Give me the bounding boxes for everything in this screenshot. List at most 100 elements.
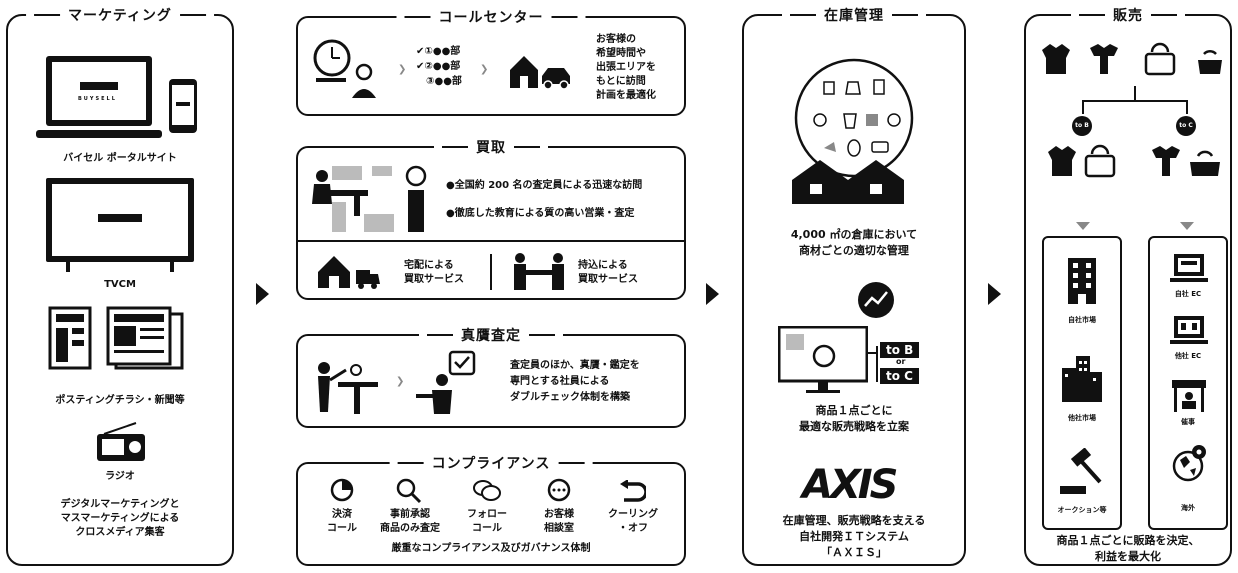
sales-title: 販売 — [1071, 5, 1185, 25]
strategy-desc-2: 最適な販売戦略を立案 — [799, 420, 909, 433]
operator-icon — [313, 39, 376, 98]
kaitori-title: 買取 — [434, 137, 548, 157]
b-products-icon — [1048, 144, 1116, 178]
inventory-panel: 在庫管理 4,000 ㎡の倉庫において 商材ごとの適切な管理 to B or t… — [742, 5, 966, 566]
shingan-desc-3: ダブルチェック体制を構築 — [510, 392, 630, 403]
compliance-item-5-line-1: クーリング — [608, 509, 658, 520]
axis-logo: AXIS — [802, 462, 898, 508]
kaitori-panel: 買取 ●全国約 200 名の査定員による迅速な訪問 ●徹底した教育による質の高い… — [296, 137, 686, 300]
takuhai-label-1: 宅配による — [404, 260, 454, 271]
tree-stem — [1134, 86, 1136, 100]
house-car-icon — [510, 56, 570, 90]
mochikomi-label-2: 買取サービス — [578, 274, 638, 285]
axis-desc-3: 「ＡＸＩＳ」 — [821, 546, 887, 559]
posting-label: ポスティングチラシ・新聞等 — [55, 395, 185, 406]
shingan-title: 真贋査定 — [419, 325, 563, 345]
gavel-icon — [1060, 448, 1102, 494]
products-icon — [1042, 42, 1222, 76]
warehouse-icon — [792, 58, 914, 204]
b-channel-3: オークション等 — [1057, 506, 1107, 514]
to-c-badge: to C — [1176, 116, 1196, 136]
radio-icon — [97, 422, 145, 461]
building-icon — [1068, 258, 1096, 304]
compliance-item-2-line-1: 事前承認 — [390, 509, 430, 520]
marketing-title: マーケティング — [26, 5, 214, 25]
magnifier-icon — [396, 478, 422, 504]
marketing-panel: マーケティング BUYSELL バイセル ポータルサイト TVCM — [6, 5, 234, 566]
compliance-item-5-line-2: ・オフ — [618, 523, 648, 534]
clock-icon — [330, 478, 354, 502]
kaitori-point-1: ●全国約 200 名の査定員による迅速な訪問 — [446, 180, 643, 191]
flow-arrow-1 — [256, 283, 269, 305]
computer-monitor-icon — [778, 326, 868, 393]
compliance-item-1-line-2: コール — [327, 523, 357, 534]
connector-vertical — [876, 346, 878, 382]
inventory-title: 在庫管理 — [782, 5, 926, 25]
c-channel-2: 他社 EC — [1174, 352, 1202, 360]
smartphone-icon — [169, 79, 197, 133]
tree-right — [1186, 100, 1188, 114]
marketing-summary-3: クロスメディア集客 — [75, 527, 165, 538]
shingan-desc-1: 査定員のほか、真贋・鑑定を — [510, 360, 640, 371]
c-channel-4: 海外 — [1181, 504, 1195, 512]
shingan-desc-2: 専門とする社員による — [510, 376, 610, 387]
speech-bubble-icon — [547, 478, 571, 502]
compliance-item-2-line-2: 商品のみ査定 — [380, 523, 440, 534]
flyer-icon — [48, 306, 92, 370]
down-arrow-c — [1180, 222, 1194, 230]
tvcm-label: TVCM — [104, 279, 136, 290]
appraiser-desk-icon — [318, 362, 378, 414]
c-channels-box: 自社 EC 他社 EC 催事 海外 — [1148, 236, 1228, 530]
marketing-summary-1: デジタルマーケティングと — [60, 499, 180, 510]
callcenter-desc-5: 計画を最適化 — [596, 90, 656, 101]
compliance-panel: コンプライアンス 決済 コール 事前承認 商品のみ査定 フォロー コール お客様… — [296, 453, 686, 566]
axis-desc-1: 在庫管理、販売戦略を支える — [782, 514, 926, 527]
callcenter-panel: コールセンター ❯ ✔①●●部 ✔②●●部 ③●●部 ❯ お客様の 希望時間や … — [296, 7, 686, 116]
callcenter-desc-2: 希望時間や — [596, 48, 646, 59]
call-step-1: ✔①●●部 — [416, 46, 461, 57]
b-channel-1: 自社市場 — [1068, 316, 1096, 324]
takuhai-label-2: 買取サービス — [404, 274, 464, 285]
kaitori-point-2: ●徹底した教育による質の高い営業・査定 — [446, 208, 635, 219]
radio-label: ラジオ — [105, 471, 135, 482]
b-channel-2: 他社市場 — [1068, 414, 1096, 422]
house-truck-icon — [318, 256, 380, 289]
c-products-icon — [1152, 146, 1220, 176]
compliance-item-4-line-2: 相談室 — [544, 523, 574, 534]
mochikomi-label-1: 持込による — [578, 260, 628, 271]
tree-branch — [1082, 100, 1188, 102]
laptop-logo: BUYSELL — [78, 96, 117, 102]
c-channel-3: 催事 — [1181, 418, 1195, 426]
return-arrow-icon — [620, 480, 646, 502]
flow-arrow-3 — [988, 283, 1001, 305]
call-step-3: ③●●部 — [426, 76, 462, 87]
connector-line — [868, 352, 876, 354]
chevron-icon: ❯ — [480, 64, 489, 75]
analysis-chart-icon — [858, 282, 894, 318]
call-step-2: ✔②●●部 — [416, 61, 461, 72]
globe-icon — [1172, 445, 1206, 482]
kaitori-vertical-divider — [490, 254, 492, 290]
flow-arrow-2 — [706, 283, 719, 305]
compliance-item-3-line-1: フォロー — [467, 509, 507, 520]
chat-bubbles-icon — [473, 480, 501, 501]
tree-left — [1082, 100, 1084, 114]
callcenter-title: コールセンター — [396, 7, 586, 27]
compliance-footer: 厳重なコンプライアンス及びガバナンス体制 — [391, 543, 591, 554]
to-b-badge: to B — [1072, 116, 1092, 136]
strategy-desc-1: 商品１点ごとに — [815, 404, 893, 417]
newspaper-icon — [106, 306, 184, 370]
chevron-icon: ❯ — [398, 64, 407, 75]
laptop-other-ec-icon — [1170, 316, 1208, 344]
down-arrow-b — [1076, 222, 1090, 230]
to-c-box: to C — [880, 368, 919, 384]
tv-icon — [46, 178, 194, 272]
laptop-icon — [36, 56, 162, 138]
kaitori-divider — [298, 240, 684, 242]
chevron-icon: ❯ — [396, 376, 405, 387]
buildings-icon — [1062, 356, 1102, 402]
warehouse-desc-2: 商材ごとの適切な管理 — [799, 244, 909, 257]
callcenter-desc-3: 出張エリアを — [596, 62, 656, 73]
callcenter-desc-1: お客様の — [596, 34, 636, 45]
axis-desc-2: 自社開発ＩＴシステム — [799, 530, 909, 543]
